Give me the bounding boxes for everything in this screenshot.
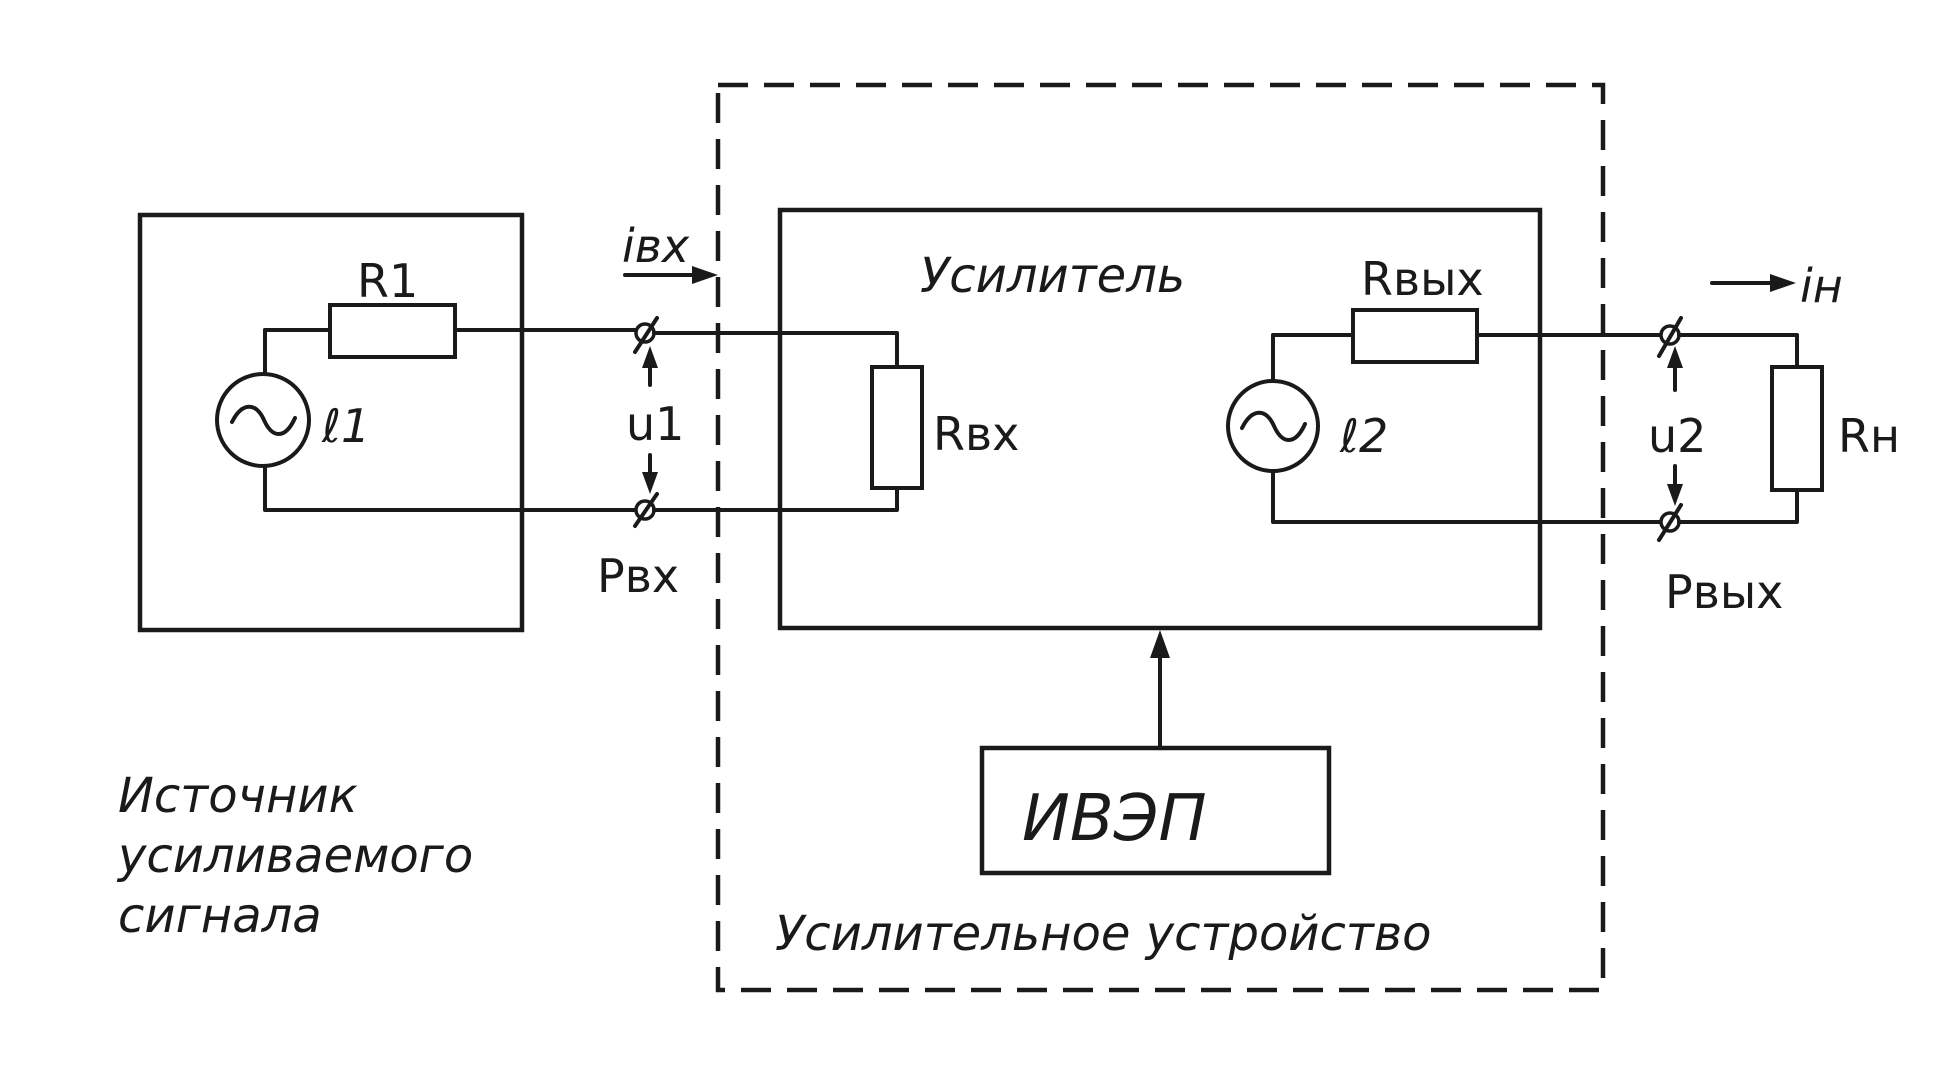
resistor-r-in (870, 365, 924, 490)
arrow-head (1667, 484, 1683, 506)
label-i-load: iн (1800, 259, 1843, 313)
label-e1: ℓ1 (321, 399, 370, 453)
output-circuit (1226, 308, 1672, 524)
label-amplifier: Усилитель (920, 248, 1185, 304)
label-source-line2: усиливаемого (116, 828, 473, 884)
label-r1: R1 (357, 254, 418, 308)
label-p-in: Pвх (597, 549, 679, 603)
amplifier-block (777, 207, 1543, 631)
label-r-load: Rн (1838, 409, 1900, 463)
label-i-in: iвх (622, 219, 690, 273)
resistor-r-out (1351, 308, 1479, 364)
arrow-head (692, 266, 718, 284)
signal-source-block (137, 212, 525, 633)
arrow-head (642, 346, 658, 368)
arrow-head (642, 472, 658, 494)
arrow-head (1667, 346, 1683, 368)
label-e2: ℓ2 (1339, 409, 1388, 463)
power-supply-block (979, 745, 1332, 876)
label-u1: u1 (626, 397, 684, 451)
label-amplifier-device: Усилительное устройство (775, 906, 1432, 962)
ac-wave-icon (1240, 410, 1307, 442)
label-r-in: Rвх (933, 407, 1019, 461)
arrow-head (1150, 630, 1170, 658)
arrow-head (1770, 274, 1796, 292)
source-circuit (215, 303, 647, 512)
ac-wave-icon (230, 404, 297, 436)
label-p-out: Pвых (1665, 565, 1783, 619)
label-source-line3: сигнала (118, 888, 322, 944)
resistor-r1 (328, 303, 457, 359)
label-power-supply: ИВЭП (1022, 782, 1207, 856)
amplifier-device-boundary (715, 82, 1606, 993)
label-source-line1: Источник (118, 768, 358, 824)
label-u2: u2 (1648, 409, 1706, 463)
resistor-r-load (1770, 365, 1824, 492)
label-r-out: Rвых (1361, 252, 1484, 306)
